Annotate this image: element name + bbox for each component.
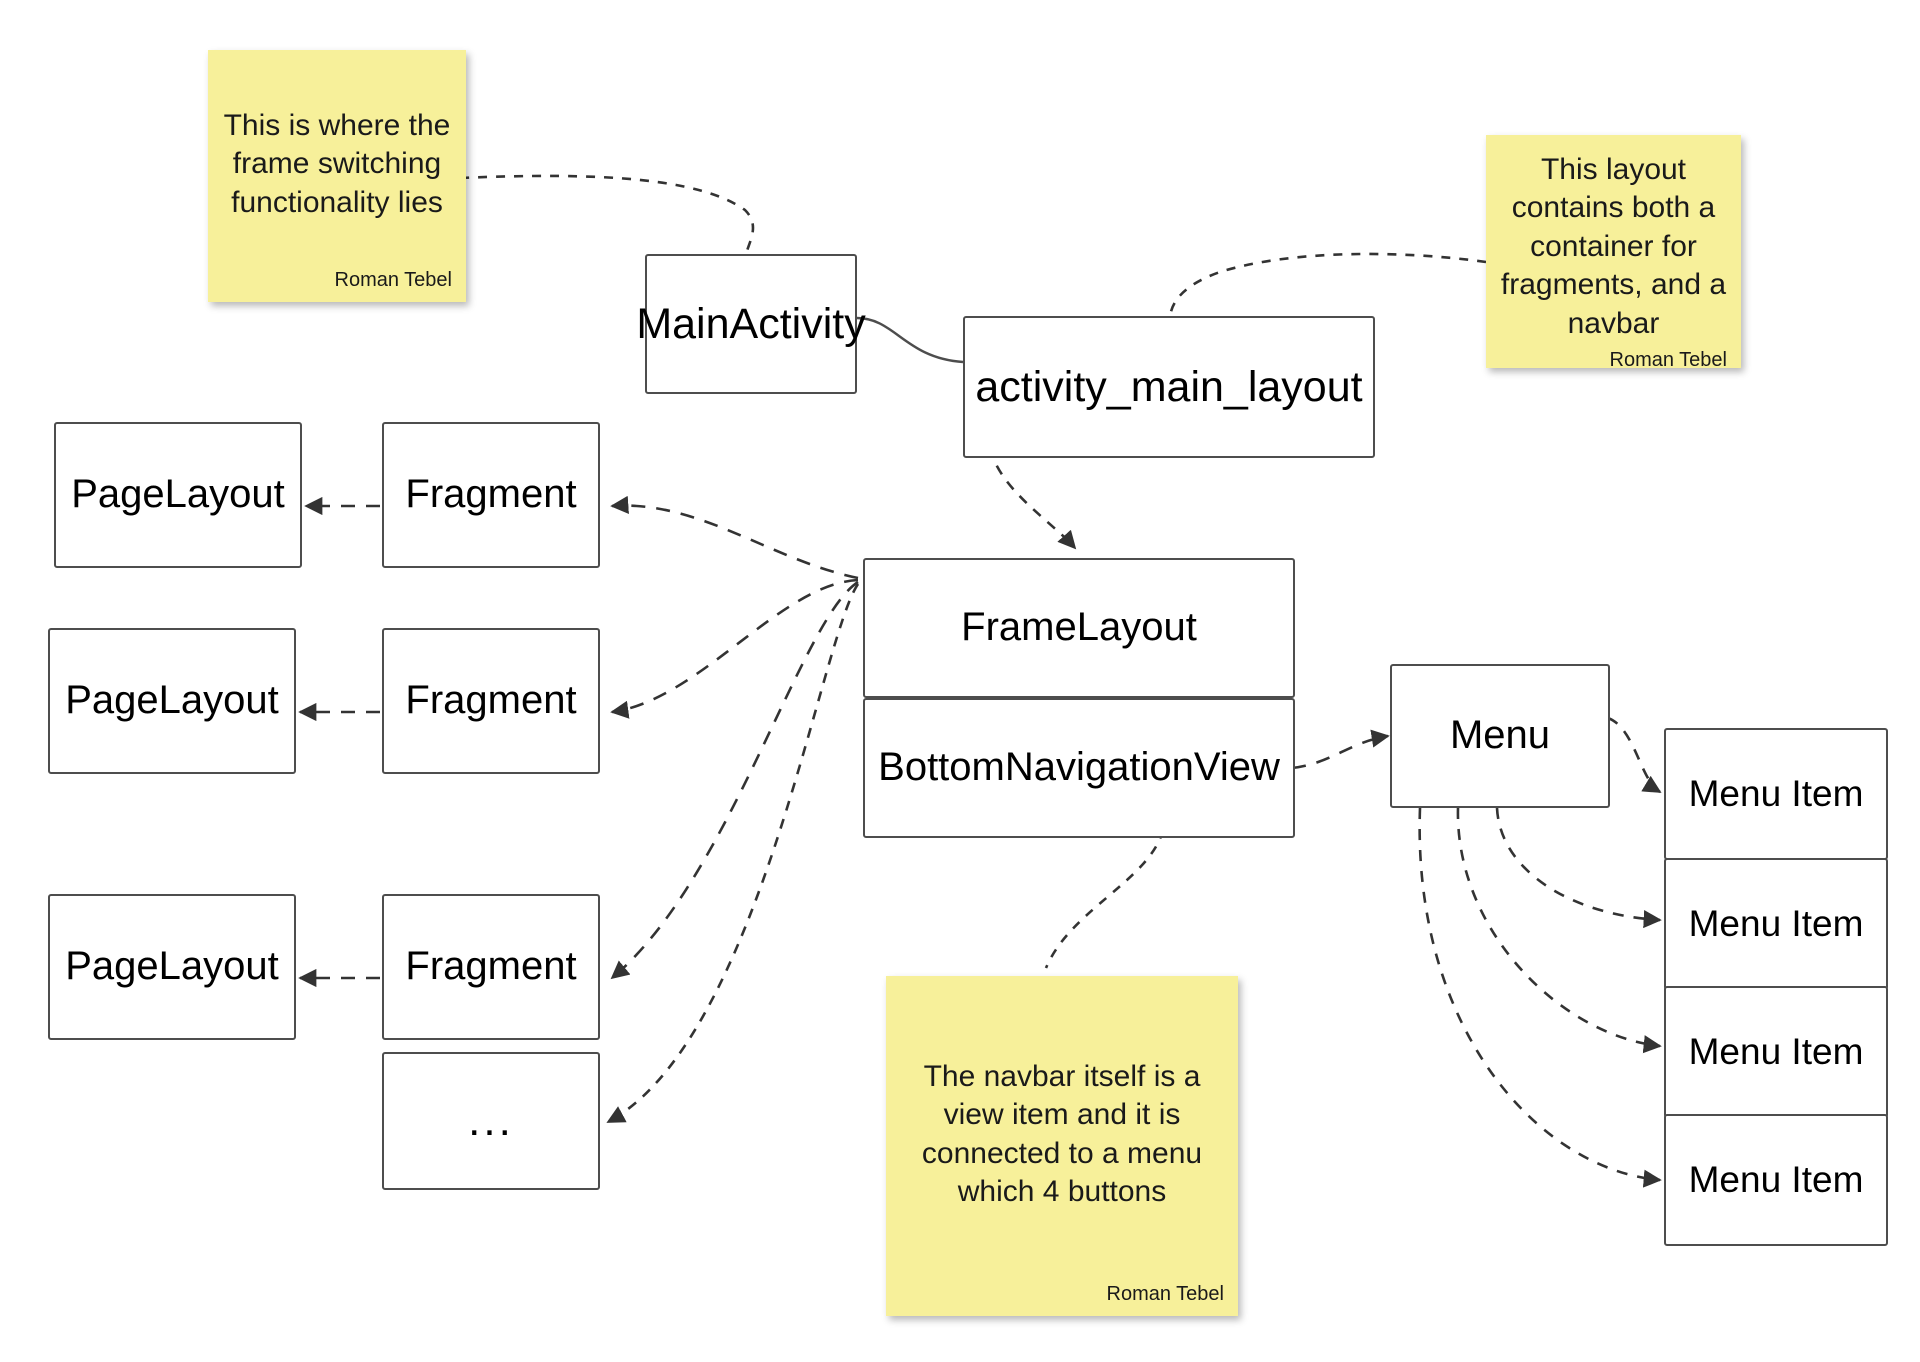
edge-framelayout-to-fragment-1 xyxy=(610,495,859,580)
edge-menu-to-menuitem-3 xyxy=(1456,807,1662,1054)
edge-note2-to-activitymainlayout xyxy=(1168,252,1487,317)
node-frame-layout[interactable]: FrameLayout xyxy=(863,558,1295,698)
edge-menu-to-menuitem-1 xyxy=(1607,716,1662,794)
node-main-activity[interactable]: MainActivity xyxy=(636,254,866,394)
sticky-note-author: Roman Tebel xyxy=(334,269,452,291)
node-ellipsis-more-fragments[interactable]: ... xyxy=(382,1052,600,1190)
node-page-layout-1[interactable]: PageLayout xyxy=(54,422,302,568)
edge-framelayout-to-fragment-3 xyxy=(610,580,859,980)
node-label: Menu xyxy=(1449,713,1551,758)
node-label: BottomNavigationView xyxy=(878,745,1280,790)
node-menu-item-4[interactable]: Menu Item xyxy=(1664,1114,1888,1246)
node-fragment-1[interactable]: Fragment xyxy=(382,422,600,568)
sticky-note-author: Roman Tebel xyxy=(1609,348,1727,371)
sticky-note-text: This layout contains both a container fo… xyxy=(1500,153,1727,340)
node-fragment-2[interactable]: Fragment xyxy=(382,628,600,774)
edge-bottomnav-to-menu xyxy=(1291,729,1390,770)
node-label: FrameLayout xyxy=(961,605,1197,650)
edge-activitymainlayout-to-framelayout xyxy=(988,447,1077,550)
node-page-layout-3[interactable]: PageLayout xyxy=(48,894,296,1040)
node-menu-item-2[interactable]: Menu Item xyxy=(1664,858,1888,990)
node-menu-item-3[interactable]: Menu Item xyxy=(1664,986,1888,1118)
node-label: activity_main_layout xyxy=(975,362,1363,411)
node-label: PageLayout xyxy=(65,944,279,989)
node-bottom-navigation-view[interactable]: BottomNavigationView xyxy=(863,698,1295,838)
edge-menu-to-menuitem-2 xyxy=(1495,807,1662,929)
node-menu[interactable]: Menu xyxy=(1390,664,1610,808)
edge-mainactivity-to-activitymainlayout xyxy=(856,316,964,364)
node-menu-item-1[interactable]: Menu Item xyxy=(1664,728,1888,860)
node-label: Menu Item xyxy=(1688,903,1864,945)
edge-note1-to-mainactivity xyxy=(459,174,755,255)
node-label: Fragment xyxy=(405,944,577,989)
node-label: Fragment xyxy=(405,678,577,723)
edge-menu-to-menuitem-4 xyxy=(1418,807,1662,1188)
node-label: Menu Item xyxy=(1688,1031,1864,1073)
edge-framelayout-to-fragment-2 xyxy=(610,578,859,719)
sticky-note-frame-switching[interactable]: This is where the frame switching functi… xyxy=(208,50,466,302)
sticky-note-layout-contains[interactable]: This layout contains both a container fo… xyxy=(1486,135,1741,371)
node-page-layout-2[interactable]: PageLayout xyxy=(48,628,296,774)
node-label: Menu Item xyxy=(1688,1159,1864,1201)
sticky-note-navbar-menu[interactable]: The navbar itself is a view item and it … xyxy=(886,976,1238,1316)
sticky-note-author: Roman Tebel xyxy=(1106,1283,1224,1305)
sticky-note-text: The navbar itself is a view item and it … xyxy=(921,1059,1203,1208)
node-label: Menu Item xyxy=(1688,773,1864,815)
node-fragment-3[interactable]: Fragment xyxy=(382,894,600,1040)
node-label: PageLayout xyxy=(65,678,279,723)
node-activity-main-layout[interactable]: activity_main_layout xyxy=(963,316,1375,458)
node-label: Fragment xyxy=(405,472,577,517)
node-label: ... xyxy=(468,1096,514,1146)
node-label: MainActivity xyxy=(636,299,866,348)
sticky-note-text: This is where the frame switching functi… xyxy=(223,108,451,219)
node-label: PageLayout xyxy=(71,472,285,517)
edge-framelayout-to-ellipsis xyxy=(606,583,860,1124)
edge-bottomnav-to-note3 xyxy=(1044,829,1165,969)
